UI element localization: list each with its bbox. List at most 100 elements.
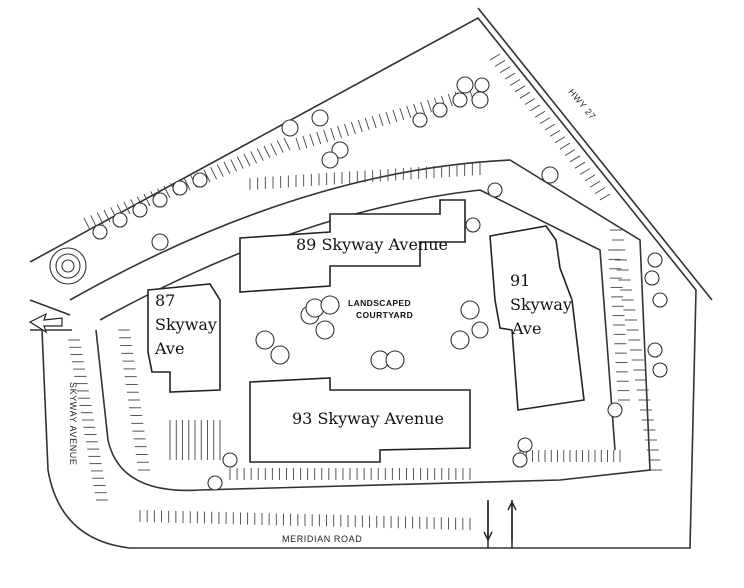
tree-icon bbox=[152, 192, 168, 208]
building-91 bbox=[489, 225, 585, 411]
building-91-label-line2: Skyway bbox=[510, 295, 572, 314]
property-boundary bbox=[29, 16, 697, 549]
parking-stall bbox=[276, 140, 284, 153]
parking-stall bbox=[584, 174, 596, 182]
tree-icon bbox=[270, 345, 290, 365]
trees bbox=[92, 76, 668, 491]
parking-stall bbox=[236, 156, 244, 169]
skyway-entrance bbox=[29, 299, 72, 331]
tree-icon bbox=[456, 76, 474, 94]
building-91-label-line1: 91 bbox=[510, 271, 530, 290]
parking-stall bbox=[243, 153, 251, 167]
building-87-label-line1: 87 bbox=[155, 291, 175, 310]
tree-icon bbox=[385, 350, 405, 370]
entrance-arrow-up-icon bbox=[507, 500, 517, 540]
parking-stall bbox=[427, 99, 432, 113]
tree-icon bbox=[432, 102, 448, 118]
parking-stall bbox=[524, 98, 536, 105]
parking-stall bbox=[350, 121, 356, 135]
parking-stall bbox=[316, 131, 322, 145]
parking-stall bbox=[447, 93, 453, 107]
parking-stall bbox=[163, 185, 171, 199]
tree-icon bbox=[647, 342, 663, 358]
tree-icon bbox=[471, 321, 489, 339]
parking-stall bbox=[385, 111, 391, 125]
building-93 bbox=[249, 377, 471, 463]
building-89 bbox=[239, 199, 466, 293]
parking-stall bbox=[183, 177, 191, 191]
meridian-road-label: MERIDIAN ROAD bbox=[282, 534, 362, 544]
parking-stall bbox=[494, 59, 506, 67]
tree-icon bbox=[607, 402, 623, 418]
building-87-label-line2: Skyway bbox=[155, 315, 217, 334]
parking-stall bbox=[203, 169, 211, 183]
tree-icon bbox=[474, 77, 490, 93]
parking-stall bbox=[371, 115, 377, 129]
tree-icon bbox=[647, 252, 663, 268]
tree-icon bbox=[412, 112, 428, 128]
parking-stall bbox=[529, 104, 541, 112]
tree-icon bbox=[92, 224, 108, 240]
tree-icon bbox=[517, 437, 533, 453]
building-87-label-line3: Ave bbox=[154, 339, 184, 358]
parking-stall bbox=[210, 167, 218, 180]
tree-icon bbox=[315, 320, 335, 340]
parking-stall bbox=[549, 129, 561, 137]
parking-stall bbox=[509, 79, 521, 86]
hwy-27-edge bbox=[477, 7, 713, 301]
tree-icon bbox=[255, 330, 275, 350]
tree-icon bbox=[207, 475, 223, 491]
parking-stall bbox=[519, 91, 531, 99]
parking-stall bbox=[499, 66, 511, 74]
parking-stall bbox=[559, 142, 571, 150]
parking-stall bbox=[123, 201, 131, 215]
parking-stall bbox=[283, 137, 291, 151]
tree-icon bbox=[512, 452, 528, 468]
entrance-arrow-icon bbox=[28, 312, 63, 334]
tree-icon bbox=[541, 166, 559, 184]
tree-icon bbox=[192, 172, 208, 188]
tree-icon bbox=[652, 362, 668, 378]
parking-stall bbox=[579, 168, 591, 175]
building-93-label: 93 Skyway Avenue bbox=[292, 409, 444, 428]
tree-icon bbox=[465, 217, 481, 233]
parking-stall bbox=[90, 215, 98, 228]
parking-stall bbox=[309, 133, 315, 147]
parking-stall bbox=[344, 123, 349, 137]
parking-stall bbox=[399, 107, 405, 121]
parking-stall bbox=[83, 217, 91, 231]
tree-icon bbox=[151, 233, 169, 251]
courtyard-label-line1: LANDSCAPED bbox=[348, 298, 411, 308]
parking-stall bbox=[223, 161, 231, 175]
parking-stall bbox=[302, 135, 308, 149]
hwy-27-label: HWY 27 bbox=[566, 87, 597, 122]
tree-icon bbox=[471, 91, 489, 109]
parking-stall bbox=[270, 143, 278, 156]
tree-icon bbox=[460, 300, 480, 320]
tree-icon bbox=[311, 109, 329, 127]
parking-stall bbox=[554, 136, 566, 144]
tree-icon bbox=[112, 212, 128, 228]
parking-stall bbox=[337, 125, 342, 139]
skyway-avenue-label: SKYWAY AVENUE bbox=[68, 382, 78, 466]
courtyard-label-line2: COURTYARD bbox=[356, 310, 413, 320]
parking-stall bbox=[420, 101, 426, 115]
tree-icon bbox=[487, 182, 503, 198]
tree-icon bbox=[281, 119, 299, 137]
tree-icon bbox=[644, 270, 660, 286]
tree-icon bbox=[320, 295, 340, 315]
parking-stall bbox=[544, 123, 556, 131]
parking-stall bbox=[534, 110, 546, 118]
parking-stall bbox=[514, 85, 526, 93]
parking-stall bbox=[263, 145, 271, 159]
parking-stall bbox=[574, 161, 586, 169]
parking-stall bbox=[96, 212, 104, 225]
parking-stall bbox=[230, 159, 238, 172]
parking-stall bbox=[250, 151, 258, 164]
roundabout bbox=[49, 247, 87, 285]
parking-stall bbox=[103, 209, 111, 223]
inner-drive bbox=[69, 159, 651, 492]
parking-stall bbox=[143, 193, 151, 207]
tree-icon bbox=[452, 92, 468, 108]
parking-stall bbox=[256, 148, 264, 161]
